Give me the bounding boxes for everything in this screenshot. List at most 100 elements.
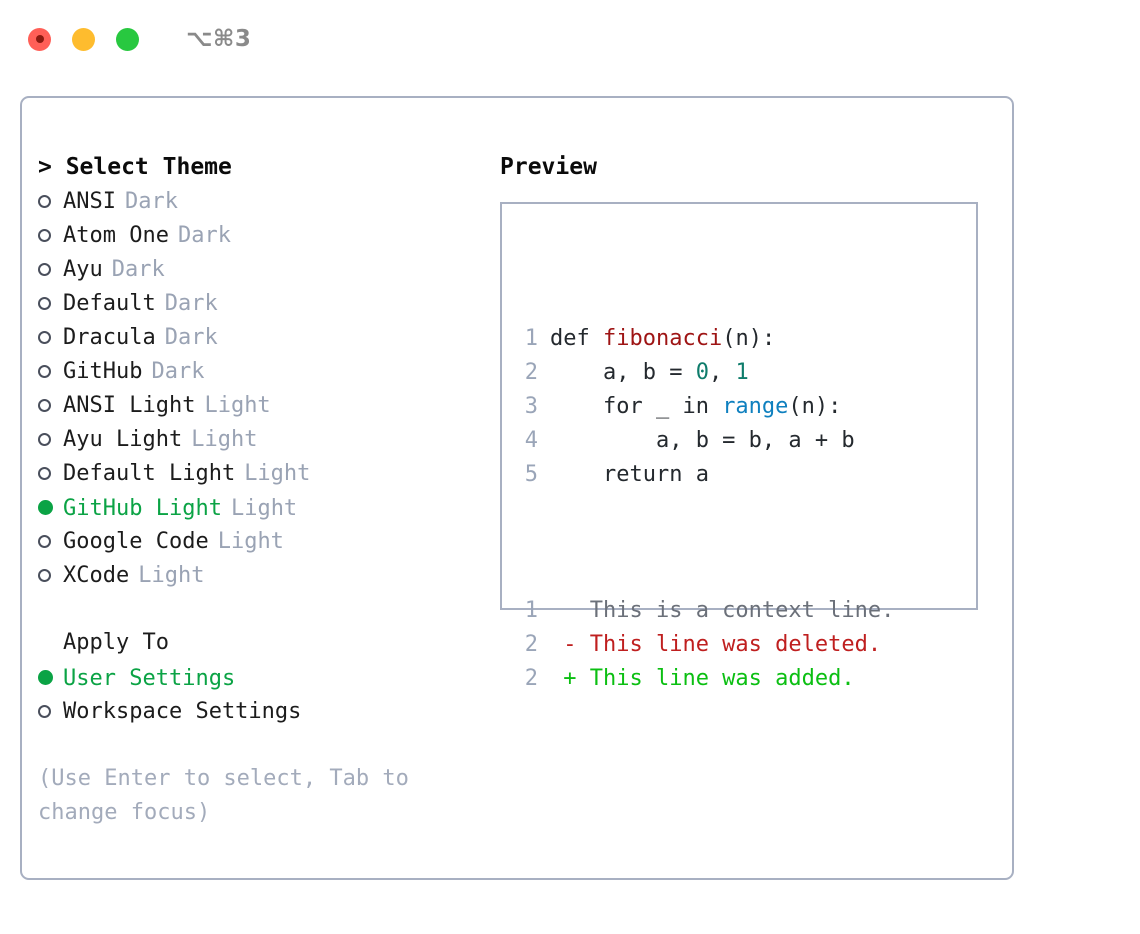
theme-option-row[interactable]: Google Code Light <box>38 524 498 558</box>
theme-option-row[interactable]: Dracula Dark <box>38 320 498 354</box>
radio-ring-icon <box>38 194 51 208</box>
radio-unselected-icon <box>38 252 63 286</box>
line-number: 2 <box>524 666 538 691</box>
code-token: 0 <box>695 360 709 385</box>
theme-option-row[interactable]: GitHub Light Light <box>38 490 498 524</box>
theme-variant-label: Light <box>138 562 205 588</box>
radio-unselected-icon <box>38 286 63 320</box>
theme-option-row[interactable]: XCode Light <box>38 558 498 592</box>
code-token: , <box>708 360 736 385</box>
keyboard-hint-text: (Use Enter to select, Tab to change focu… <box>38 766 409 825</box>
radio-ring-icon <box>38 262 51 276</box>
diff-line-text: This is a context line. <box>550 598 895 623</box>
line-number: 1 <box>524 326 538 351</box>
code-token: for _ in <box>550 394 723 419</box>
apply-to-option-row[interactable]: Workspace Settings <box>38 694 498 728</box>
radio-unselected-icon <box>38 218 63 252</box>
diff-line: 2 + This line was added. <box>516 662 894 696</box>
theme-option-label: GitHub Light <box>63 495 222 521</box>
radio-ring-icon <box>38 432 51 446</box>
theme-option-row[interactable]: ANSI Dark <box>38 184 498 218</box>
theme-option-label: ANSI <box>63 188 116 214</box>
radio-unselected-icon <box>38 422 63 456</box>
traffic-lights <box>28 27 139 51</box>
theme-variant-label: Dark <box>124 188 178 214</box>
minimize-window-button[interactable] <box>72 27 95 51</box>
theme-variant-label: Light <box>244 460 311 486</box>
maximize-window-button[interactable] <box>116 27 139 51</box>
diff-line-text: - This line was deleted. <box>550 632 882 657</box>
theme-option-label: Dracula <box>63 324 156 350</box>
code-token: fibonacci <box>602 326 723 351</box>
theme-variant-label: Light <box>230 495 298 521</box>
radio-ring-icon <box>38 398 51 412</box>
line-number: 2 <box>524 632 538 657</box>
radio-unselected-icon <box>38 354 63 388</box>
theme-option-label: Ayu <box>63 256 103 282</box>
theme-variant-label: Dark <box>111 256 165 282</box>
radio-ring-icon <box>38 296 51 310</box>
theme-option-label: Google Code <box>63 528 209 554</box>
code-token: return a <box>550 462 709 487</box>
diff-line: 1 This is a context line. <box>516 594 895 628</box>
theme-option-label: ANSI Light <box>63 392 196 418</box>
theme-option-label: Ayu Light <box>63 426 183 452</box>
radio-ring-icon <box>38 330 51 344</box>
code-line: 4 a, b = b, a + b <box>516 424 894 458</box>
theme-option-row[interactable]: Ayu Dark <box>38 252 498 286</box>
close-icon <box>35 35 44 43</box>
radio-unselected-icon <box>38 558 63 592</box>
diff-line: 2 - This line was deleted. <box>516 628 894 662</box>
title-bar: ⌥⌘3 <box>0 0 1140 78</box>
line-number: 2 <box>524 360 538 385</box>
radio-ring-icon <box>38 364 51 378</box>
radio-ring-icon <box>38 704 51 718</box>
radio-selected-icon <box>38 660 63 694</box>
theme-option-label: XCode <box>63 562 130 588</box>
radio-unselected-icon <box>38 524 63 558</box>
code-token: a, b = b, a + b <box>550 428 855 453</box>
apply-to-option-label: User Settings <box>63 665 236 691</box>
list-spacer <box>38 592 498 626</box>
code-token: range <box>722 394 789 419</box>
radio-ring-icon <box>38 466 51 480</box>
code-line: 3 for _ in range(n): <box>516 390 894 424</box>
radio-unselected-icon <box>38 694 63 728</box>
preview-heading: Preview <box>500 154 597 180</box>
radio-ring-icon <box>38 534 51 548</box>
code-line: 2 a, b = 0, 1 <box>516 356 894 390</box>
theme-variant-label: Dark <box>164 324 218 350</box>
apply-to-option-row[interactable]: User Settings <box>38 660 498 694</box>
close-window-button[interactable] <box>28 27 51 51</box>
code-token: 1 <box>735 360 749 385</box>
theme-variant-label: Dark <box>164 290 218 316</box>
radio-selected-icon <box>38 490 63 524</box>
apply-to-heading: Apply To <box>63 630 169 655</box>
code-line: 5 return a <box>516 458 894 492</box>
theme-variant-label: Light <box>217 528 284 554</box>
theme-option-label: Default <box>63 290 156 316</box>
theme-variant-label: Dark <box>177 222 231 248</box>
radio-ring-icon <box>38 228 51 242</box>
radio-unselected-icon <box>38 320 63 354</box>
line-number: 4 <box>524 428 538 453</box>
theme-option-row[interactable]: Default Dark <box>38 286 498 320</box>
line-number: 3 <box>524 394 538 419</box>
radio-ring-icon <box>38 568 51 582</box>
line-number: 1 <box>524 598 538 623</box>
radio-unselected-icon <box>38 184 63 218</box>
